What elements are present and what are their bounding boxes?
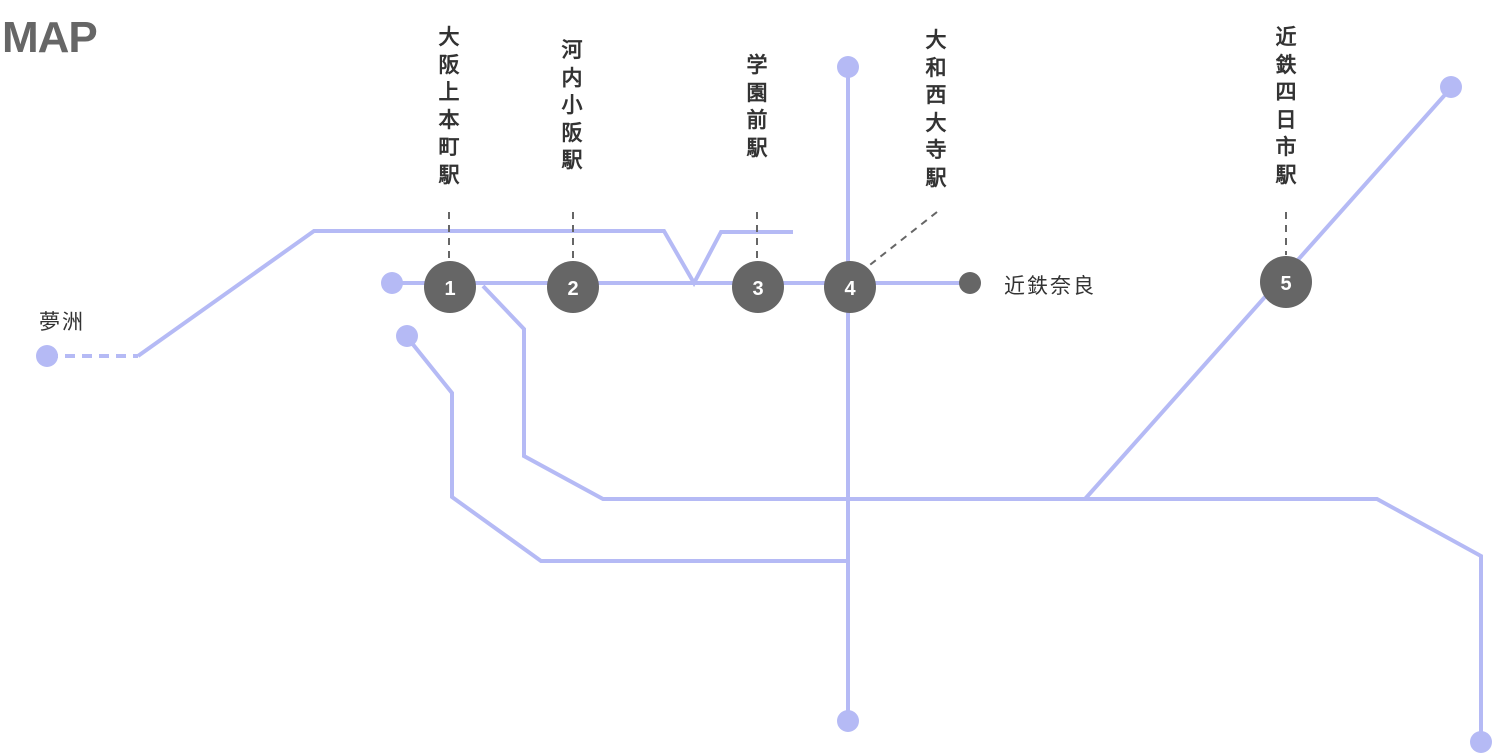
station-circle (732, 261, 784, 313)
station-number: 4 (844, 278, 856, 300)
station-number: 5 (1280, 273, 1291, 295)
station-marker-1[interactable]: 1 (424, 261, 476, 313)
place-label-yumeshima: 夢洲 (39, 310, 85, 334)
map-title: MAP (2, 13, 98, 62)
lower-rail-line (405, 335, 848, 563)
leader-line-4 (865, 211, 938, 269)
endpoint-south[interactable] (837, 710, 859, 732)
station-number: 1 (444, 278, 455, 300)
station-circle (424, 261, 476, 313)
endpoint-north[interactable] (837, 56, 859, 78)
station-marker-4[interactable]: 4 (824, 261, 876, 313)
station-label-1: 大阪上本町駅 (438, 25, 460, 187)
station-label-2: 河内小阪駅 (561, 38, 583, 172)
yokkaichi-rail-line (481, 284, 1483, 742)
endpoint-southeast[interactable] (1470, 731, 1492, 753)
station-number: 2 (567, 278, 578, 300)
station-number: 3 (752, 278, 763, 300)
station-circle (547, 261, 599, 313)
station-marker-3[interactable]: 3 (732, 261, 784, 313)
upper-rail-line (136, 229, 793, 358)
endpoint-west-lower[interactable] (396, 325, 418, 347)
endpoint-northeast[interactable] (1440, 76, 1462, 98)
station-circle (824, 261, 876, 313)
endpoint-kintetsu-nara[interactable] (959, 272, 981, 294)
endpoint-yumeshima[interactable] (36, 345, 58, 367)
station-label-5: 近鉄四日市駅 (1275, 25, 1297, 187)
endpoint-west-main[interactable] (381, 272, 403, 294)
station-label-3: 学園前駅 (746, 53, 768, 160)
place-label-kintetsu-nara: 近鉄奈良 (1004, 274, 1096, 298)
station-label-4: 大和西大寺駅 (925, 28, 947, 190)
station-marker-5[interactable]: 5 (1260, 256, 1312, 308)
station-circle (1260, 256, 1312, 308)
station-marker-2[interactable]: 2 (547, 261, 599, 313)
